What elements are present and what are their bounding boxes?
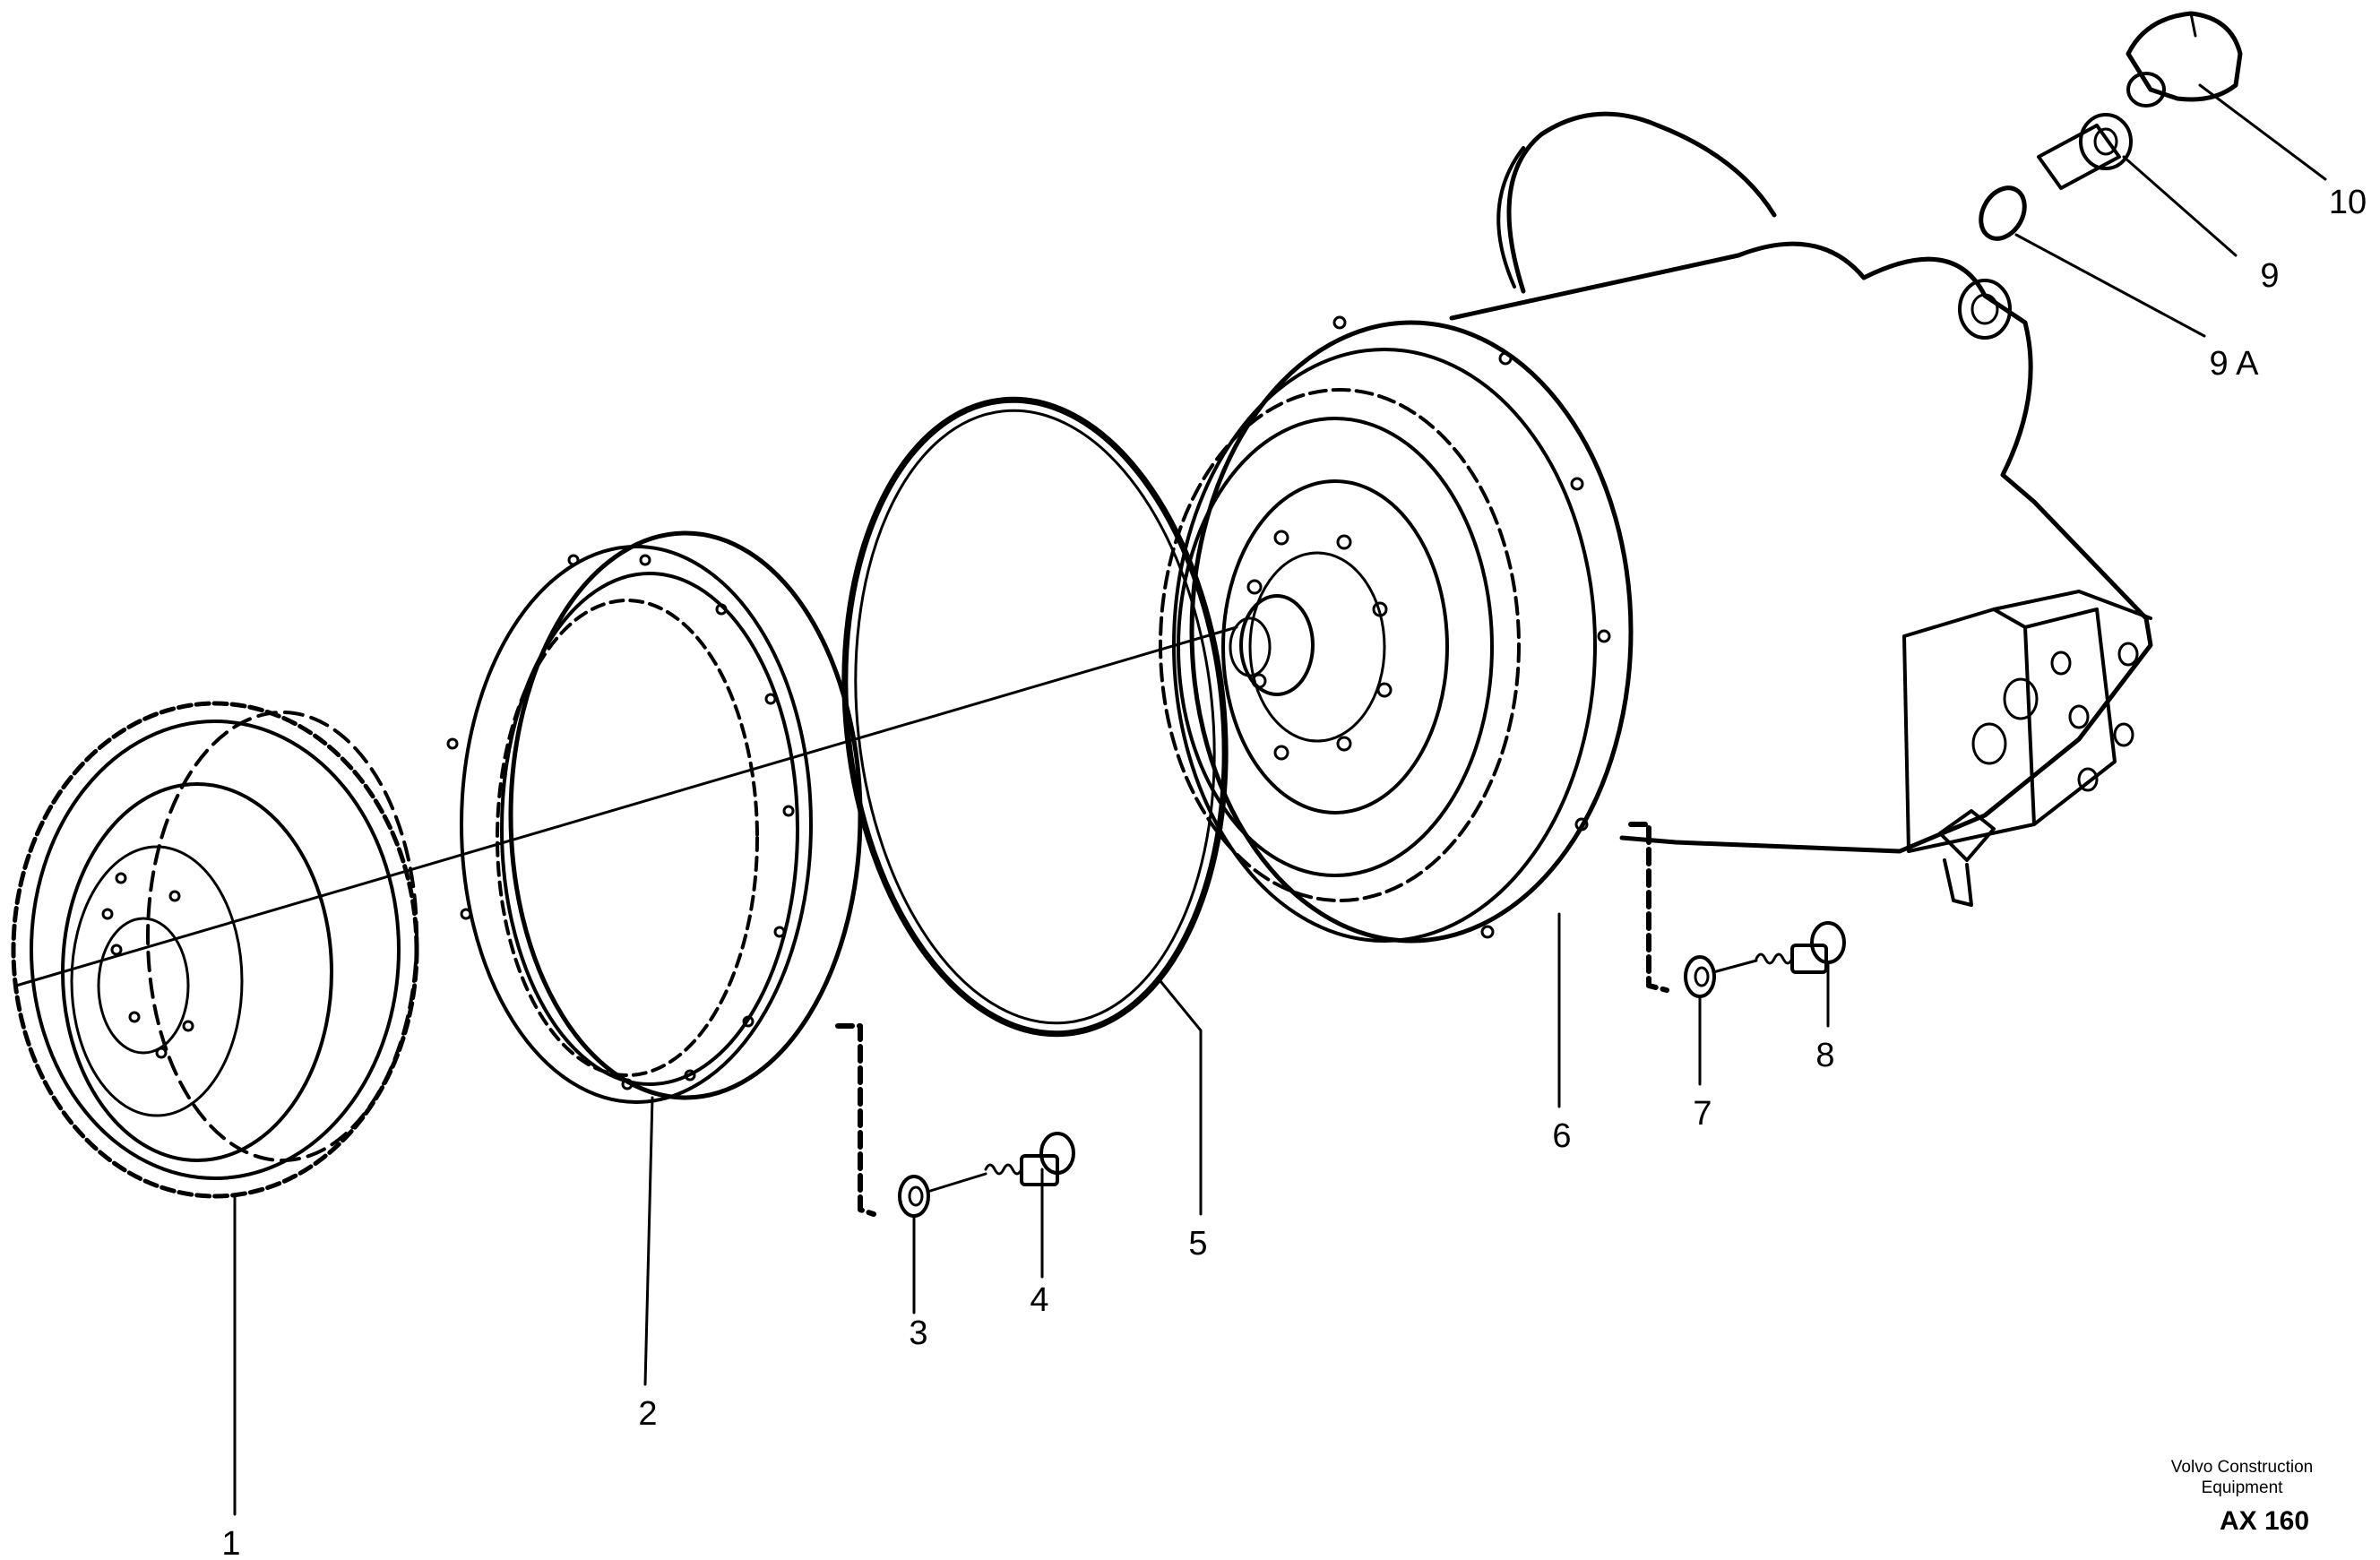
callout-3: 3 [909, 1314, 927, 1352]
footer-drawing-code: AX 160 [2220, 1506, 2309, 1536]
part-3-washer [898, 1175, 930, 1218]
leader-line-2 [643, 1096, 654, 1386]
callout-10: 10 [2329, 184, 2367, 221]
assembly-axis [14, 625, 1238, 987]
callout-labels: 1 2 3 4 5 6 7 8 9 9 A 10 [221, 184, 2367, 1560]
part-6-drive-gear-assembly [1159, 315, 1634, 944]
leader-line-9a [2014, 233, 2206, 338]
part-7-washer [1684, 955, 1716, 998]
callout-7: 7 [1693, 1095, 1712, 1133]
callout-9a: 9 A [2210, 345, 2260, 383]
assembly-path-7-8 [1628, 822, 1758, 993]
part-1-flywheel-gear [11, 701, 419, 1199]
leader-line-10 [2198, 83, 2327, 181]
part-10-breather-cap [2126, 11, 2243, 108]
part-9-adapter-nipple [2037, 113, 2133, 190]
part-4-bolt [984, 1132, 1075, 1186]
part-9a-o-ring [1979, 185, 2027, 241]
leader-lines [233, 83, 2327, 1516]
leader-line-9 [2122, 155, 2238, 257]
callout-9: 9 [2260, 257, 2279, 295]
part-2-internal-gear-ring [446, 530, 863, 1104]
callout-1: 1 [221, 1525, 240, 1560]
drawing-footer: Volvo Construction Equipment AX 160 [2171, 1458, 2313, 1536]
callout-6: 6 [1552, 1117, 1571, 1155]
part-5-o-ring [841, 396, 1229, 1038]
leader-line-5 [1159, 979, 1203, 1216]
callout-8: 8 [1815, 1037, 1834, 1074]
transmission-housing [1449, 111, 2153, 907]
callout-4: 4 [1030, 1281, 1048, 1319]
callout-2: 2 [638, 1395, 657, 1433]
part-8-bolt [1755, 921, 1846, 974]
callout-5: 5 [1188, 1225, 1207, 1263]
footer-company-line1: Volvo Construction [2171, 1458, 2313, 1477]
assembly-path-3-4 [835, 1023, 987, 1217]
footer-company-line2: Equipment [2202, 1478, 2284, 1497]
